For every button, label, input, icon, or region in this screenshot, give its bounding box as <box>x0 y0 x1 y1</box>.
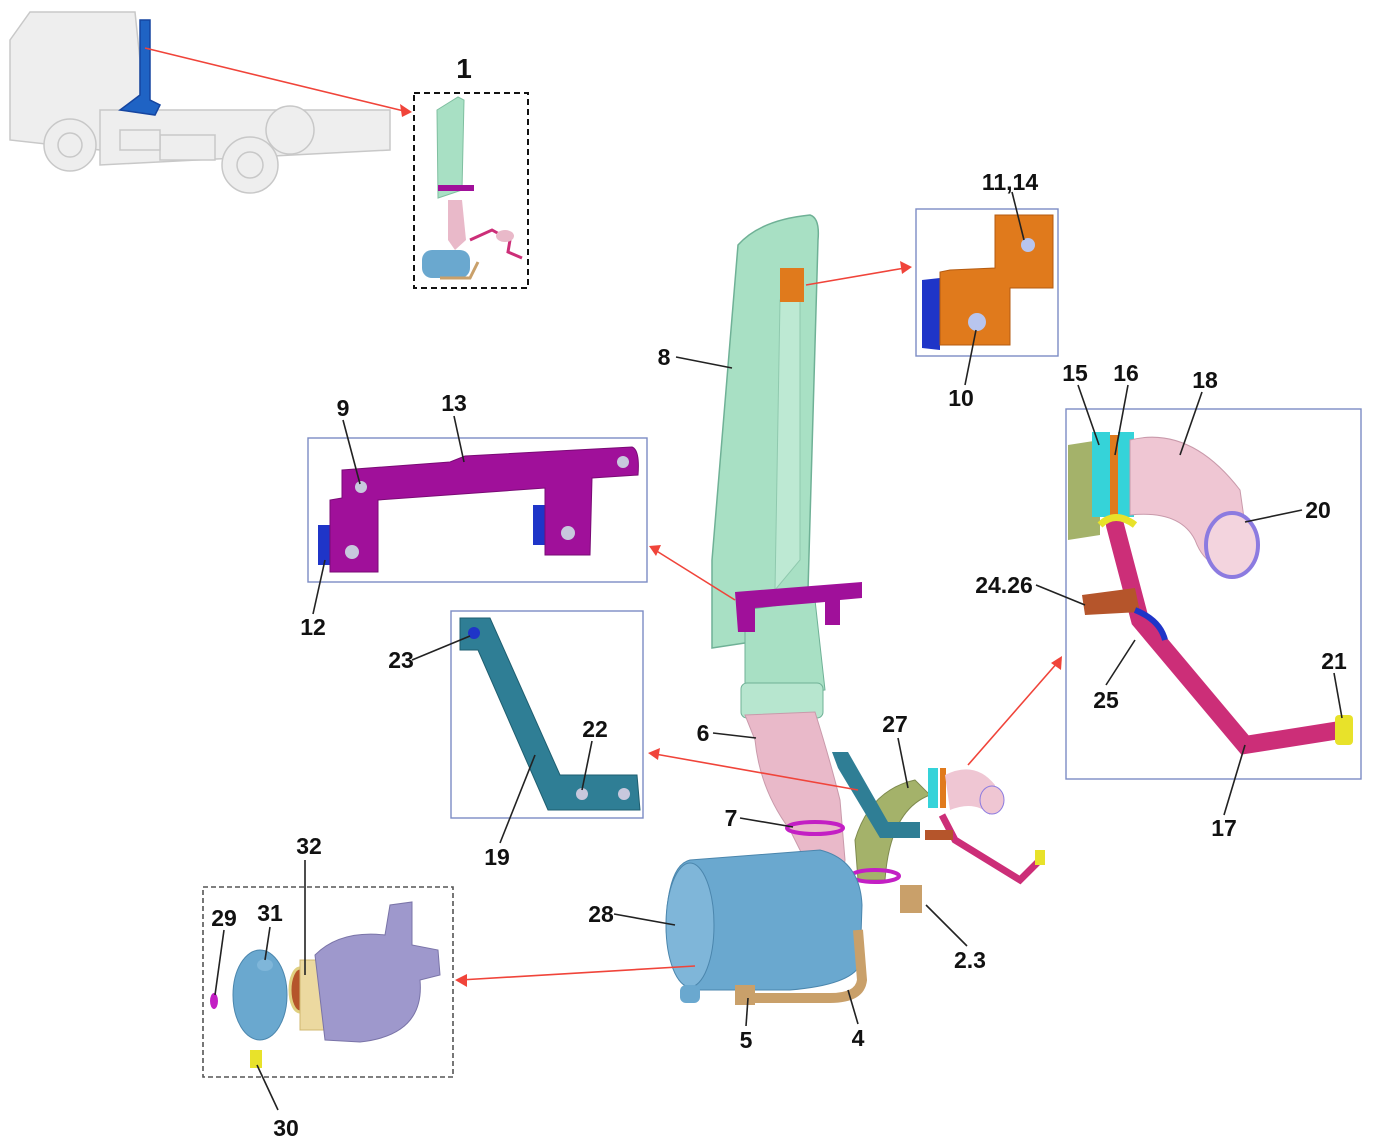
label-22: 22 <box>582 716 608 742</box>
callout-box-intake-pipe <box>1065 408 1362 780</box>
label-4: 4 <box>852 1025 865 1051</box>
part-7-clamp <box>785 820 845 836</box>
label-29: 29 <box>211 905 237 931</box>
label-2-3: 2.3 <box>954 947 986 973</box>
part-11-bracket-installed <box>780 268 804 302</box>
leader-lines <box>214 191 1343 1111</box>
callout-box-bracket-13 <box>307 437 648 583</box>
label-5: 5 <box>740 1027 753 1053</box>
label-12: 12 <box>300 614 326 640</box>
truck-overview <box>9 11 391 194</box>
label-9: 9 <box>337 395 350 421</box>
callout-box-bracket-19 <box>450 610 644 819</box>
label-28: 28 <box>588 901 614 927</box>
label-16: 16 <box>1113 360 1139 386</box>
part-labels: 1 11,14 8 10 15 16 18 20 24.26 25 21 17 … <box>211 53 1347 1141</box>
label-25: 25 <box>1093 687 1119 713</box>
label-7: 7 <box>725 805 738 831</box>
label-23: 23 <box>388 647 414 673</box>
label-32: 32 <box>296 833 322 859</box>
part-28-air-cleaner <box>665 849 863 1003</box>
label-20: 20 <box>1305 497 1331 523</box>
label-assembly-1: 1 <box>456 53 472 84</box>
label-11-14: 11,14 <box>982 169 1038 195</box>
part-4-pipe <box>745 929 868 1003</box>
arrowhead <box>400 104 412 117</box>
part-13-bracket-installed <box>735 582 862 632</box>
callout-box-air-cleaner <box>202 886 454 1078</box>
part-8-snorkel <box>711 214 826 719</box>
label-13: 13 <box>441 390 467 416</box>
label-30: 30 <box>273 1115 299 1141</box>
assembly-thumbnail-box <box>413 92 529 289</box>
assembly-thumbnail <box>422 96 523 280</box>
part-2-3-fitting <box>900 885 922 913</box>
label-15: 15 <box>1062 360 1088 386</box>
label-24-26: 24.26 <box>975 572 1033 598</box>
label-6: 6 <box>697 720 710 746</box>
label-17: 17 <box>1211 815 1237 841</box>
label-8: 8 <box>658 344 671 370</box>
label-18: 18 <box>1192 367 1218 393</box>
intake-pipe-assembly-installed <box>925 768 1045 885</box>
part-5-bracket <box>735 985 755 1005</box>
callout-arrow-truck <box>144 47 409 113</box>
part-19-bracket-installed <box>832 752 920 838</box>
label-10: 10 <box>948 385 974 411</box>
callout-box-bracket-11-14 <box>915 208 1059 357</box>
label-31: 31 <box>257 900 283 926</box>
label-21: 21 <box>1321 648 1347 674</box>
label-27: 27 <box>882 711 908 737</box>
label-19: 19 <box>484 844 510 870</box>
